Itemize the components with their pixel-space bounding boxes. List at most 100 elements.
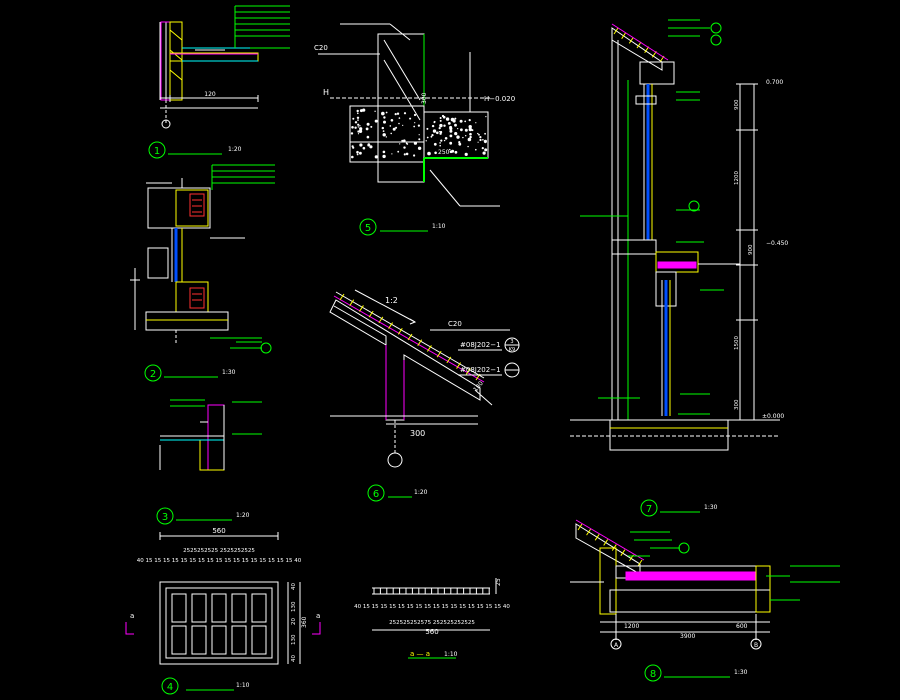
detail-1-title: 1 1:20 bbox=[148, 141, 242, 159]
hatch-dot bbox=[449, 148, 451, 151]
detail-1-circle bbox=[148, 141, 166, 159]
hatch-dot bbox=[449, 141, 453, 145]
detail-5: H H−0.020 300 250 C20 bbox=[314, 23, 515, 207]
detail-7-dim-5: 300 bbox=[734, 399, 740, 410]
hatch-dot bbox=[464, 128, 468, 132]
detail-1: 120 bbox=[159, 5, 290, 129]
detail-7-level-top: 0.700 bbox=[766, 79, 783, 86]
detail-4-number: 4 bbox=[167, 682, 173, 693]
detail-4-title: 4 1:10 bbox=[161, 677, 250, 695]
hatch-dot bbox=[477, 141, 479, 143]
hatch-dot bbox=[413, 125, 416, 128]
hatch-dot bbox=[456, 135, 460, 139]
hatch-dot bbox=[475, 148, 477, 151]
hatch-dot bbox=[385, 136, 387, 138]
hatch-dot bbox=[436, 131, 439, 135]
hatch-dot bbox=[390, 132, 393, 135]
grate-slot bbox=[251, 625, 267, 655]
hatch-dot bbox=[454, 123, 457, 127]
roof-tile bbox=[339, 293, 345, 301]
hatch-dot bbox=[369, 145, 373, 149]
detail-8-number: 8 bbox=[650, 669, 656, 680]
hatch-dot bbox=[414, 122, 416, 124]
hatch-dot bbox=[403, 146, 406, 149]
roof-tile bbox=[407, 333, 413, 341]
hatch-dot bbox=[418, 138, 421, 141]
hatch-dot bbox=[382, 130, 385, 133]
hatch-dot bbox=[460, 128, 463, 132]
hatch-dot bbox=[445, 117, 450, 121]
detail-4-side-1: 40 bbox=[291, 583, 297, 590]
hatch-dot bbox=[447, 122, 451, 125]
hatch-dot bbox=[381, 111, 385, 116]
detail-8-grid-b: B bbox=[754, 642, 758, 649]
hatch-dot bbox=[479, 136, 482, 139]
detail-3-circle bbox=[156, 507, 174, 525]
detail-8-dim-right: 600 bbox=[736, 623, 748, 630]
detail-6-slope: 1:2 bbox=[385, 296, 398, 305]
grate-slot bbox=[191, 625, 207, 655]
hatch-dot bbox=[394, 127, 396, 130]
cut-mark-left: a bbox=[130, 612, 134, 620]
hatch-dot bbox=[439, 130, 443, 134]
hatch-dot bbox=[383, 116, 386, 119]
hatch-dot bbox=[443, 139, 446, 142]
hatch-dot bbox=[403, 112, 407, 115]
hatch-dot bbox=[382, 154, 386, 159]
detail-5-circle bbox=[359, 218, 377, 236]
detail-5-level: H−0.020 bbox=[484, 95, 515, 103]
hatch-dot bbox=[465, 135, 467, 137]
hatch-dot bbox=[467, 137, 472, 142]
hatch-dot bbox=[402, 124, 404, 126]
detail-7-scale: 1:30 bbox=[704, 504, 718, 511]
hatch-dot bbox=[359, 127, 363, 131]
grate-slot bbox=[211, 593, 227, 623]
hatch-dot bbox=[449, 126, 453, 131]
hatch-dot bbox=[443, 124, 446, 127]
detail-4-circle bbox=[161, 677, 179, 695]
hatch-dot bbox=[477, 132, 479, 135]
hatch-dot bbox=[482, 151, 486, 155]
hatch-dot bbox=[418, 134, 420, 136]
hatch-dot bbox=[351, 155, 354, 159]
hatch-dot bbox=[357, 123, 360, 126]
grate-slot bbox=[251, 593, 267, 623]
hatch-dot bbox=[434, 151, 437, 155]
hatch-dot bbox=[409, 117, 412, 120]
hatch-dot bbox=[397, 150, 400, 153]
detail-4-height: 360 bbox=[301, 616, 308, 628]
hatch-dot bbox=[366, 135, 370, 139]
hatch-dot bbox=[417, 124, 420, 127]
grate-slot bbox=[171, 625, 187, 655]
hatch-dot bbox=[357, 130, 360, 133]
hatch-dot bbox=[468, 125, 472, 129]
hatch-dot bbox=[464, 120, 467, 123]
roof-tiles bbox=[339, 293, 481, 381]
detail-5-mark: H bbox=[323, 88, 329, 97]
detail-1-number: 1 bbox=[154, 146, 160, 157]
detail-8-grid-a: A bbox=[614, 642, 619, 649]
section-aa-row-1: 40 15 15 15 15 15 15 15 15 15 15 15 15 1… bbox=[354, 604, 510, 610]
roof-tile bbox=[456, 362, 461, 369]
hatch-dot bbox=[458, 142, 462, 146]
detail-5-dim-300: 300 bbox=[421, 92, 428, 104]
roof-tile bbox=[603, 539, 609, 546]
detail-4-width: 560 bbox=[212, 527, 225, 535]
section-aa-side: 25 bbox=[495, 578, 502, 586]
hatch-dot bbox=[356, 150, 359, 154]
roof-tile bbox=[628, 37, 634, 44]
roof-tile bbox=[388, 322, 393, 329]
hatch-dot bbox=[362, 146, 366, 150]
section-aa-scale: 1:10 bbox=[444, 651, 458, 658]
detail-7-number: 7 bbox=[646, 504, 652, 515]
detail-2-title: 2 1:30 bbox=[144, 364, 236, 382]
detail-5-dim-250: 250 bbox=[438, 149, 450, 156]
hatch-dot bbox=[389, 125, 392, 127]
hatch-dot bbox=[362, 108, 366, 112]
hatch-dot bbox=[413, 113, 417, 117]
hatch-dot bbox=[425, 140, 427, 142]
hatch-dot bbox=[479, 138, 482, 142]
detail-6-scale: 1:20 bbox=[414, 489, 428, 496]
detail-4-side-3: 20 bbox=[291, 618, 297, 625]
section-aa: 25 40 15 15 15 15 15 15 15 15 15 15 15 1… bbox=[354, 578, 510, 659]
